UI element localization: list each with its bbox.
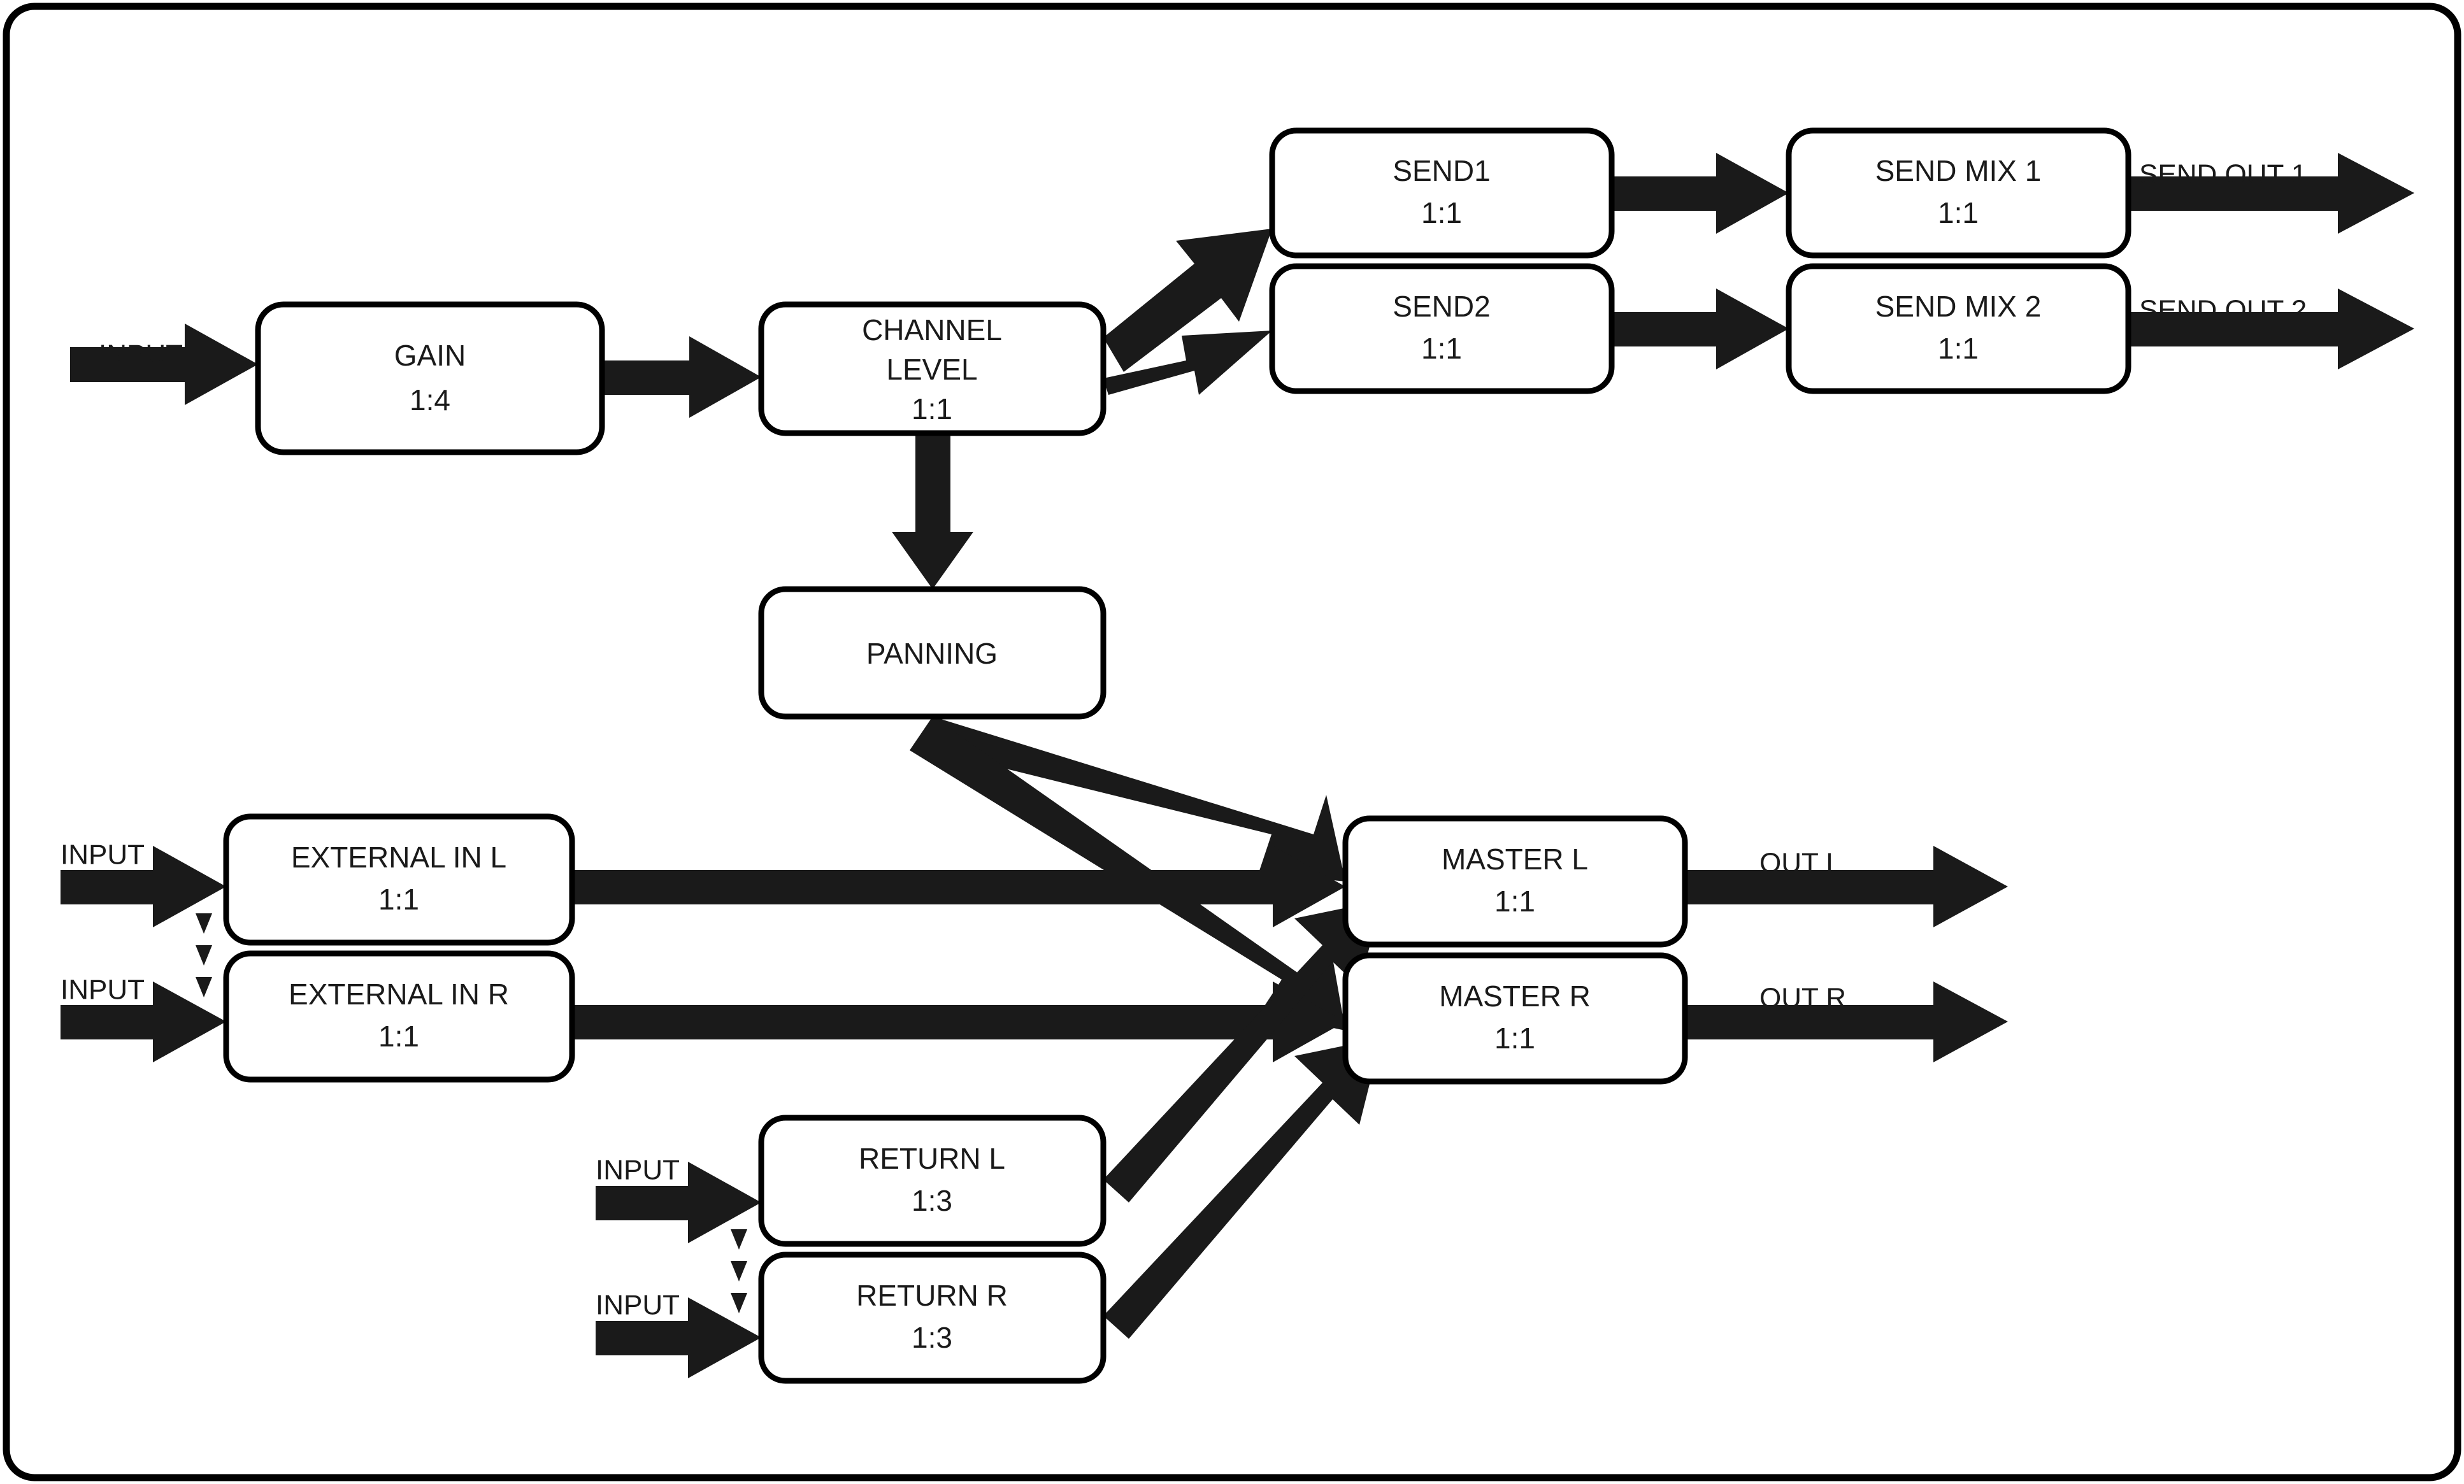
dashed-connector-return-in [731,1229,747,1313]
node-channel-level-label-2: LEVEL [886,353,977,386]
label-send-out-1: SEND OUT 1 [2139,159,2307,190]
label-send-out-2: SEND OUT 2 [2139,295,2307,326]
label-input-returnl: INPUT [596,1155,680,1186]
arrow-send2-to-sendmix2 [1612,289,1789,369]
node-send-mix-1-ratio: 1:1 [1938,196,1979,229]
dashed-connector-external-in [196,913,212,997]
node-send1[interactable]: SEND1 1:1 [1269,127,1615,259]
arrow-channel-level-to-send1 [1103,229,1272,372]
node-return-r-label: RETURN R [856,1279,1008,1312]
node-return-l-ratio: 1:3 [912,1184,952,1217]
arrow-sendmix1-to-send-out-1 [2128,153,2414,234]
arrow-input-to-extinr [61,981,226,1062]
node-send2-label: SEND2 [1393,290,1490,323]
arrow-input-to-returnr [596,1297,761,1378]
node-master-r-rect[interactable] [1342,952,1688,1085]
label-out-r: OUT R [1759,983,1846,1014]
node-external-in-r-label: EXTERNAL IN R [289,978,509,1011]
node-send2-ratio: 1:1 [1421,332,1462,365]
node-external-in-l-label: EXTERNAL IN L [291,841,506,874]
node-channel-level-rect[interactable] [758,301,1107,436]
arrow-extinl-to-master-l [572,846,1345,927]
node-panning-rect[interactable] [758,586,1107,720]
node-return-l-rect[interactable] [758,1115,1107,1247]
label-input-gain: INPUT [99,339,183,371]
node-external-in-l[interactable]: EXTERNAL IN L 1:1 [223,813,575,946]
arrow-input-to-extinl [61,846,226,927]
node-return-r[interactable]: RETURN R 1:3 [758,1252,1107,1384]
node-external-in-r-ratio: 1:1 [378,1020,419,1053]
node-send-mix-1-label: SEND MIX 1 [1875,154,2042,187]
node-return-r-ratio: 1:3 [912,1321,952,1354]
arrow-extinr-to-master-r [572,981,1345,1062]
node-send-mix-2-rect[interactable] [1786,263,2131,394]
node-gain-label: GAIN [394,339,466,372]
node-master-l-label: MASTER L [1442,843,1588,876]
node-master-r-ratio: 1:1 [1494,1022,1535,1055]
label-out-l: OUT L [1759,848,1842,879]
node-send-mix-2-label: SEND MIX 2 [1875,290,2042,323]
node-gain-rect[interactable] [255,301,605,455]
node-gain[interactable]: GAIN 1:4 [255,301,605,455]
node-channel-level[interactable]: CHANNEL LEVEL 1:1 [758,301,1107,436]
node-gain-ratio: 1:4 [410,383,450,417]
node-return-r-rect[interactable] [758,1252,1107,1384]
arrow-send1-to-sendmix1 [1612,153,1789,234]
node-return-l-label: RETURN L [859,1142,1005,1175]
arrow-input-to-gain [70,324,258,405]
label-input-extinr: INPUT [61,974,145,1006]
node-send1-ratio: 1:1 [1421,196,1462,229]
node-master-l[interactable]: MASTER L 1:1 [1342,815,1688,948]
node-external-in-r[interactable]: EXTERNAL IN R 1:1 [223,950,575,1083]
arrow-master-l-to-out-l [1685,846,2008,927]
node-channel-level-ratio: 1:1 [912,392,952,425]
label-input-extinl: INPUT [61,839,145,871]
arrow-sendmix2-to-send-out-2 [2128,289,2414,369]
arrow-returnr-to-master-r [1103,1038,1381,1339]
node-panning[interactable]: PANNING [758,586,1107,720]
arrow-panning-to-master-l [924,717,1345,881]
label-input-returnr: INPUT [596,1290,680,1321]
node-send-mix-1-rect[interactable] [1786,127,2131,259]
node-external-in-r-rect[interactable] [223,950,575,1083]
node-send1-rect[interactable] [1269,127,1615,259]
node-external-in-l-ratio: 1:1 [378,883,419,916]
node-master-r[interactable]: MASTER R 1:1 [1342,952,1688,1085]
arrow-input-to-returnl [596,1162,761,1243]
arrow-gain-to-channel-level [602,336,761,418]
node-send2[interactable]: SEND2 1:1 [1269,263,1615,394]
arrow-returnl-to-master-l [1103,901,1381,1202]
node-send-mix-2-ratio: 1:1 [1938,332,1979,365]
node-send-mix-2[interactable]: SEND MIX 2 1:1 [1786,263,2131,394]
node-send2-rect[interactable] [1269,263,1615,394]
node-master-l-ratio: 1:1 [1494,885,1535,918]
arrow-channel-level-to-panning [892,433,973,589]
node-send-mix-1[interactable]: SEND MIX 1 1:1 [1786,127,2131,259]
node-external-in-l-rect[interactable] [223,813,575,946]
node-panning-label: PANNING [866,637,998,670]
arrow-channel-level-to-send2 [1103,331,1272,395]
node-master-l-rect[interactable] [1342,815,1688,948]
node-channel-level-label-1: CHANNEL [862,313,1002,346]
node-send1-label: SEND1 [1393,154,1490,187]
node-return-l[interactable]: RETURN L 1:3 [758,1115,1107,1247]
node-master-r-label: MASTER R [1439,980,1591,1013]
arrow-master-r-to-out-r [1685,981,2008,1062]
